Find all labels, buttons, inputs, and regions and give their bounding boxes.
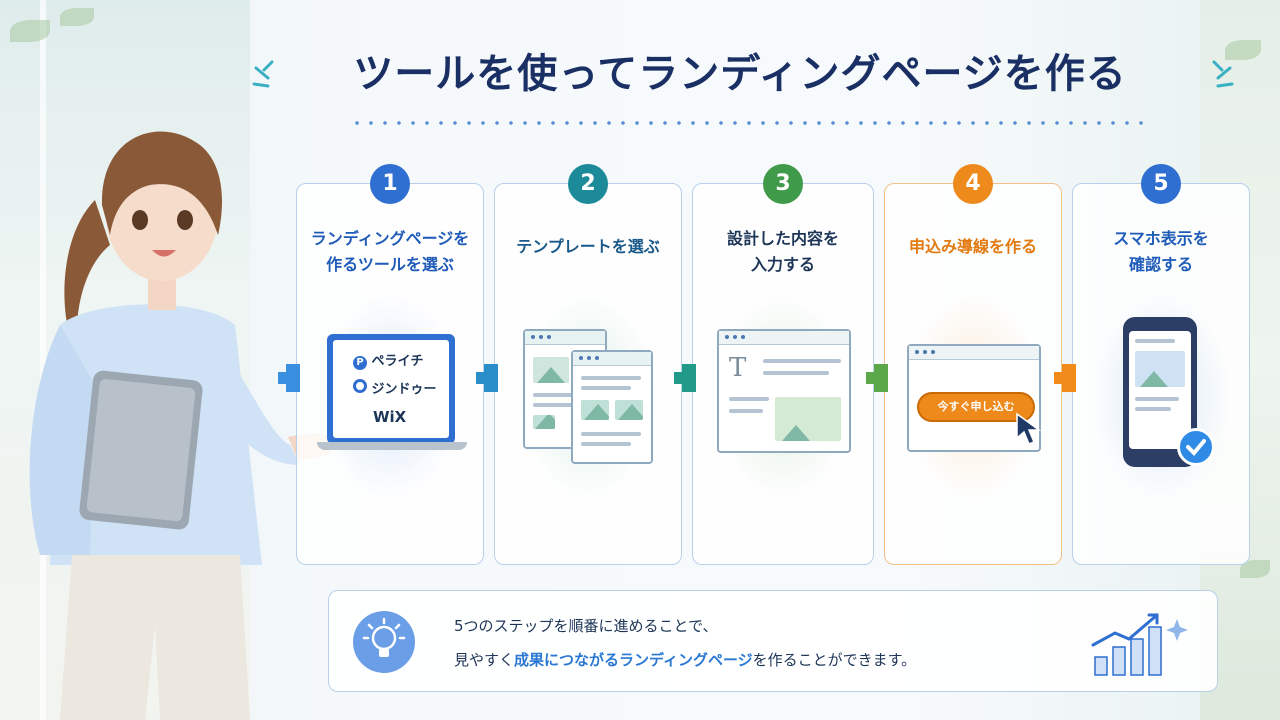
summary-message-box: 5つのステップを順番に進めることで、 見やすく成果につながるランディングページを… bbox=[328, 590, 1218, 692]
image-placeholder-icon bbox=[775, 397, 841, 441]
laptop-icon: P ペライチ ジンドゥー WiX bbox=[327, 334, 455, 444]
page-title: ツールを使ってランディングページを作る bbox=[353, 51, 1127, 97]
peraichi-logo-icon: P bbox=[353, 356, 367, 370]
summary-line-1: 5つのステップを順番に進めることで、 bbox=[454, 617, 718, 635]
step-number-badge: 3 bbox=[763, 164, 803, 204]
jimdo-logo-icon bbox=[353, 379, 367, 393]
sparkle-left-icon bbox=[252, 60, 274, 88]
tool-option-jimdo: ジンドゥー bbox=[353, 378, 437, 397]
step-card-3: 3 設計した内容を 入力する T bbox=[692, 164, 874, 565]
step-arrow bbox=[674, 364, 696, 392]
template-mockup-front bbox=[571, 350, 653, 464]
step-arrow bbox=[866, 364, 888, 392]
step-number-badge: 4 bbox=[953, 164, 993, 204]
tool-option-wix: WiX bbox=[373, 408, 407, 426]
step-card-1: 1 ランディングページを 作るツールを選ぶ P ペライチ ジンドゥー WiX bbox=[296, 164, 484, 565]
summary-highlight: 成果につながるランディングページ bbox=[514, 651, 753, 669]
apply-now-button[interactable]: 今すぐ申し込む bbox=[917, 392, 1035, 422]
sparkle-right-icon bbox=[1212, 60, 1234, 88]
checkmark-icon bbox=[1177, 428, 1215, 466]
growth-chart-icon bbox=[1091, 613, 1188, 676]
presenter-illustration bbox=[29, 131, 330, 720]
leaf-decoration bbox=[1240, 560, 1270, 578]
step-arrow bbox=[1054, 364, 1076, 392]
step-card-5: 5 スマホ表示を 確認する bbox=[1072, 164, 1250, 565]
step-card-4: 4 申込み導線を作る 今すぐ申し込む bbox=[884, 164, 1062, 565]
step-number-badge: 5 bbox=[1141, 164, 1181, 204]
step-number-badge: 2 bbox=[568, 164, 608, 204]
step-label: 設計した内容を 入力する bbox=[726, 229, 839, 274]
step-arrow bbox=[476, 364, 498, 392]
laptop-base bbox=[317, 442, 467, 450]
lightbulb-icon bbox=[353, 611, 415, 673]
leaf-decoration bbox=[1225, 40, 1261, 60]
leaf-decoration bbox=[60, 8, 94, 26]
tool-option-peraichi: P ペライチ bbox=[353, 350, 424, 370]
cursor-icon bbox=[1016, 412, 1042, 445]
content-input-mockup: T bbox=[717, 329, 851, 453]
title-divider bbox=[350, 120, 1150, 126]
step-label: スマホ表示を 確認する bbox=[1113, 229, 1209, 274]
step-card-2: 2 テンプレートを選ぶ bbox=[494, 164, 682, 565]
step-label: 申込み導線を作る bbox=[908, 237, 1037, 256]
step-label: テンプレートを選ぶ bbox=[516, 237, 660, 256]
text-icon: T bbox=[729, 353, 747, 383]
leaf-decoration bbox=[10, 20, 50, 42]
summary-line-2: 見やすく成果につながるランディングページを作ることができます。 bbox=[454, 651, 917, 669]
step-label: ランディングページを 作るツールを選ぶ bbox=[310, 229, 470, 274]
template-mockup-back bbox=[523, 329, 607, 449]
step-number-badge: 1 bbox=[370, 164, 410, 204]
step-arrow bbox=[278, 364, 300, 392]
